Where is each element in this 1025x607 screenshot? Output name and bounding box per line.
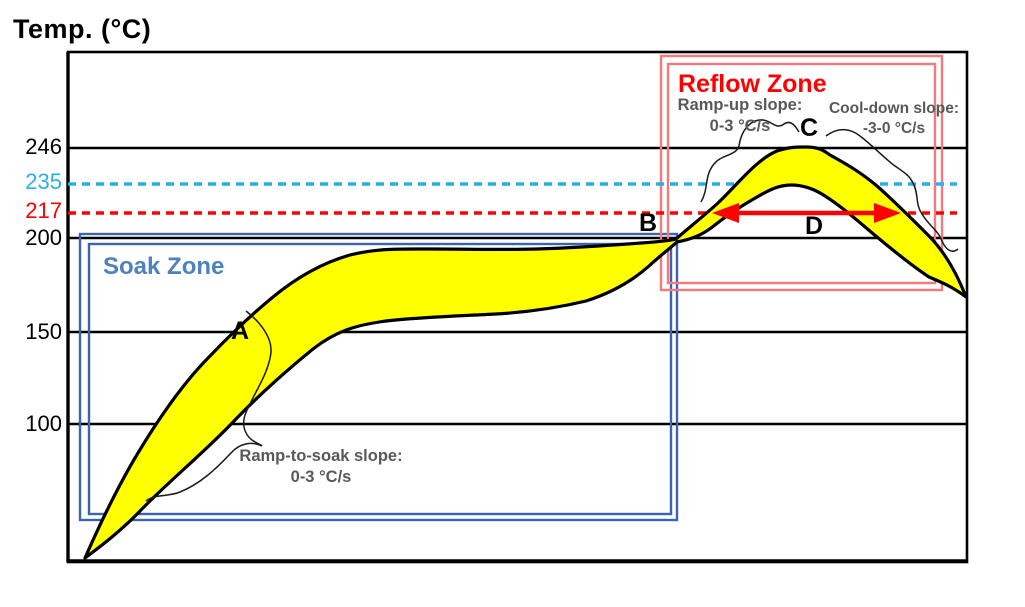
point-label-a: A — [231, 317, 250, 345]
reflow-zone-box-inner — [666, 62, 937, 285]
ramp-to-soak-annotation-line2: 0-3 °C/s — [290, 468, 352, 486]
soak-zone-box-inner — [87, 242, 673, 516]
ramp-to-soak-annotation: Ramp-to-soak slope: 0-3 °C/s — [226, 446, 416, 488]
y-tick-150: 150 — [25, 319, 62, 344]
y-tick-217: 217 — [25, 198, 62, 223]
y-tick-246: 246 — [25, 134, 62, 159]
cool-down-annotation: Cool-down slope: -3-0 °C/s — [816, 99, 972, 139]
soak-zone-box-outer — [78, 232, 679, 522]
ramp-up-annotation-line2: 0-3 °C/s — [709, 117, 771, 135]
point-label-b: B — [639, 209, 658, 237]
point-label-d: D — [805, 212, 824, 240]
arrowhead-left — [712, 203, 739, 223]
reflow-zone-box-outer — [659, 54, 944, 292]
ramp-up-leader — [700, 119, 800, 203]
liquidus-span-arrow — [712, 203, 901, 223]
ramp-up-annotation: Ramp-up slope: 0-3 °C/s — [655, 95, 825, 137]
point-label-c: C — [800, 114, 819, 142]
y-tick-100: 100 — [25, 411, 62, 436]
ramp-up-annotation-line1: Ramp-up slope: — [677, 96, 803, 114]
ramp-to-soak-brace — [145, 310, 272, 502]
arrowhead-right — [874, 203, 901, 223]
y-tick-200: 200 — [25, 225, 62, 250]
chart-title: Temp. (°C) — [13, 14, 152, 44]
cool-down-annotation-line1: Cool-down slope: — [828, 100, 959, 117]
soak-zone-label: Soak Zone — [103, 253, 225, 280]
cool-down-annotation-line2: -3-0 °C/s — [862, 120, 926, 137]
profile-band — [83, 145, 968, 560]
reflow-zone-label: Reflow Zone — [678, 70, 827, 98]
y-tick-235: 235 — [25, 169, 62, 194]
cool-down-leader — [825, 128, 959, 252]
ramp-to-soak-annotation-line1: Ramp-to-soak slope: — [239, 447, 403, 465]
